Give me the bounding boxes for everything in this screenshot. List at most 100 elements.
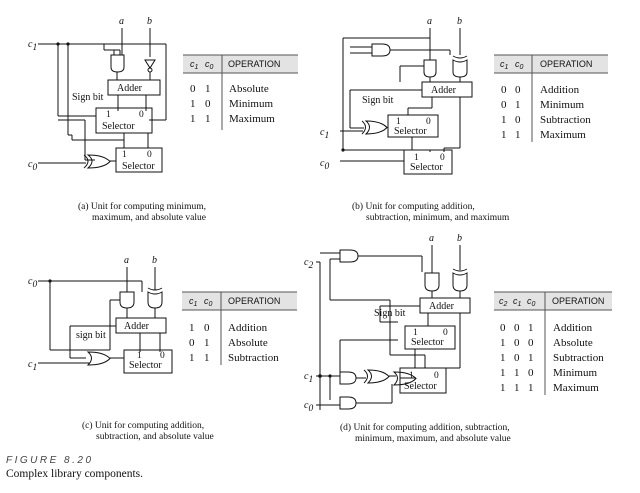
table-cell-bit: 0 xyxy=(528,337,534,349)
table-cell-bit: 1 xyxy=(190,113,196,125)
table-cell-bit: 0 xyxy=(514,337,520,349)
control-c1-label: c1 xyxy=(28,39,37,53)
table-cell-bit: 1 xyxy=(515,129,521,141)
selector-box xyxy=(404,325,456,350)
figure-title: Complex library components. xyxy=(6,468,144,480)
truth-table-c xyxy=(182,291,297,365)
diagram-d xyxy=(316,245,471,410)
control-c1-label: c1 xyxy=(28,359,37,373)
table-header-operation: OPERATION xyxy=(228,296,280,306)
control-c0-label: c0 xyxy=(320,158,329,172)
table-cell-operation: Addition xyxy=(553,322,593,334)
table-cell-operation: Absolute xyxy=(553,337,593,349)
table-cell-bit: 0 xyxy=(515,84,521,96)
selector-input-one: 1 xyxy=(137,351,142,361)
selector-box xyxy=(399,367,447,394)
selector-label: Selector xyxy=(102,121,135,132)
input-b-label: b xyxy=(457,16,462,27)
and-gate xyxy=(110,54,125,73)
sign-bit-label: Sign bit xyxy=(362,95,394,106)
selector-input-zero: 0 xyxy=(440,153,445,163)
input-b-label: b xyxy=(457,233,462,244)
xor-gate xyxy=(86,154,111,169)
control-c2-label: c2 xyxy=(304,257,313,271)
inverter-gate xyxy=(144,59,156,69)
table-cell-operation: Addition xyxy=(228,322,268,334)
sign-bit-label: sign bit xyxy=(76,330,106,341)
caption-a-line2: maximum, and absolute value xyxy=(92,213,206,223)
xor-gate xyxy=(147,291,163,309)
and-gate xyxy=(371,43,391,57)
table-cell-bit: 0 xyxy=(500,322,506,334)
table-cell-bit: 0 xyxy=(514,322,520,334)
or-gate xyxy=(392,371,417,386)
selector-box xyxy=(123,349,173,374)
selector-label: Selector xyxy=(404,381,437,392)
table-cell-operation: Absolute xyxy=(229,83,269,95)
control-c0-label: c0 xyxy=(304,400,313,414)
diagram-b xyxy=(340,28,473,175)
selector-box xyxy=(403,149,453,175)
table-cell-bit: 0 xyxy=(204,322,210,334)
xor-gate xyxy=(452,272,468,292)
selector-input-one: 1 xyxy=(413,328,418,338)
table-cell-bit: 1 xyxy=(500,337,506,349)
and-gate xyxy=(424,272,440,292)
caption-d-line2: minimum, maximum, and absolute value xyxy=(355,434,511,444)
and-gate xyxy=(423,59,437,78)
table-cell-bit: 1 xyxy=(528,322,534,334)
table-cell-operation: Subtraction xyxy=(540,114,591,126)
truth-table-b xyxy=(494,54,608,142)
caption-b-line1: (b) Unit for computing addition, xyxy=(352,201,475,212)
table-cell-bit: 0 xyxy=(514,352,520,364)
selector-input-zero: 0 xyxy=(426,117,431,127)
selector-input-one: 1 xyxy=(122,150,127,160)
table-cell-bit: 0 xyxy=(501,99,507,111)
table-cell-bit: 1 xyxy=(205,83,211,95)
input-b-label: b xyxy=(152,255,157,266)
table-cell-bit: 1 xyxy=(514,367,520,379)
table-header-bit: c0 xyxy=(205,59,214,71)
table-cell-operation: Minimum xyxy=(540,99,584,111)
and-gate xyxy=(119,291,135,309)
selector-label: Selector xyxy=(411,337,444,348)
table-cell-operation: Subtraction xyxy=(228,352,279,364)
sign-bit-label: Sign bit xyxy=(72,92,104,103)
input-b-label: b xyxy=(147,16,152,27)
input-a-label: a xyxy=(427,16,432,27)
adder-box xyxy=(107,79,161,96)
adder-label: Adder xyxy=(117,83,143,94)
input-a-label: a xyxy=(119,16,124,27)
table-cell-operation: Minimum xyxy=(229,98,273,110)
control-c0-label: c0 xyxy=(28,159,37,173)
table-cell-bit: 1 xyxy=(189,352,195,364)
or-gate xyxy=(86,351,111,366)
selector-input-zero: 0 xyxy=(443,328,448,338)
table-cell-bit: 0 xyxy=(190,83,196,95)
table-cell-bit: 1 xyxy=(204,337,210,349)
selector-box xyxy=(387,114,439,138)
selector-label: Selector xyxy=(410,162,443,173)
table-header-bit: c0 xyxy=(515,59,524,71)
selector-input-zero: 0 xyxy=(147,150,152,160)
table-cell-operation: Maximum xyxy=(229,113,275,125)
xor-gate xyxy=(452,59,468,78)
selector-input-zero: 0 xyxy=(160,351,165,361)
table-header-bit: c1 xyxy=(190,59,199,71)
selector-input-one: 1 xyxy=(396,117,401,127)
table-cell-bit: 1 xyxy=(501,129,507,141)
truth-table-d xyxy=(494,291,612,395)
table-cell-bit: 1 xyxy=(189,322,195,334)
figure-number: FIGURE 8.20 xyxy=(6,455,94,466)
table-header-bit: c2 xyxy=(499,296,508,308)
table-header-operation: OPERATION xyxy=(552,296,604,306)
xor-gate xyxy=(366,369,390,384)
table-cell-bit: 1 xyxy=(528,352,534,364)
selector-input-zero: 0 xyxy=(434,371,439,381)
selector-label: Selector xyxy=(122,161,155,172)
and-gate xyxy=(339,396,357,410)
caption-b-line2: subtraction, minimum, and maximum xyxy=(366,213,510,223)
caption-c-line2: subtraction, and absolute value xyxy=(96,432,214,442)
table-header-operation: OPERATION xyxy=(540,59,592,69)
selector-input-one: 1 xyxy=(106,110,111,120)
